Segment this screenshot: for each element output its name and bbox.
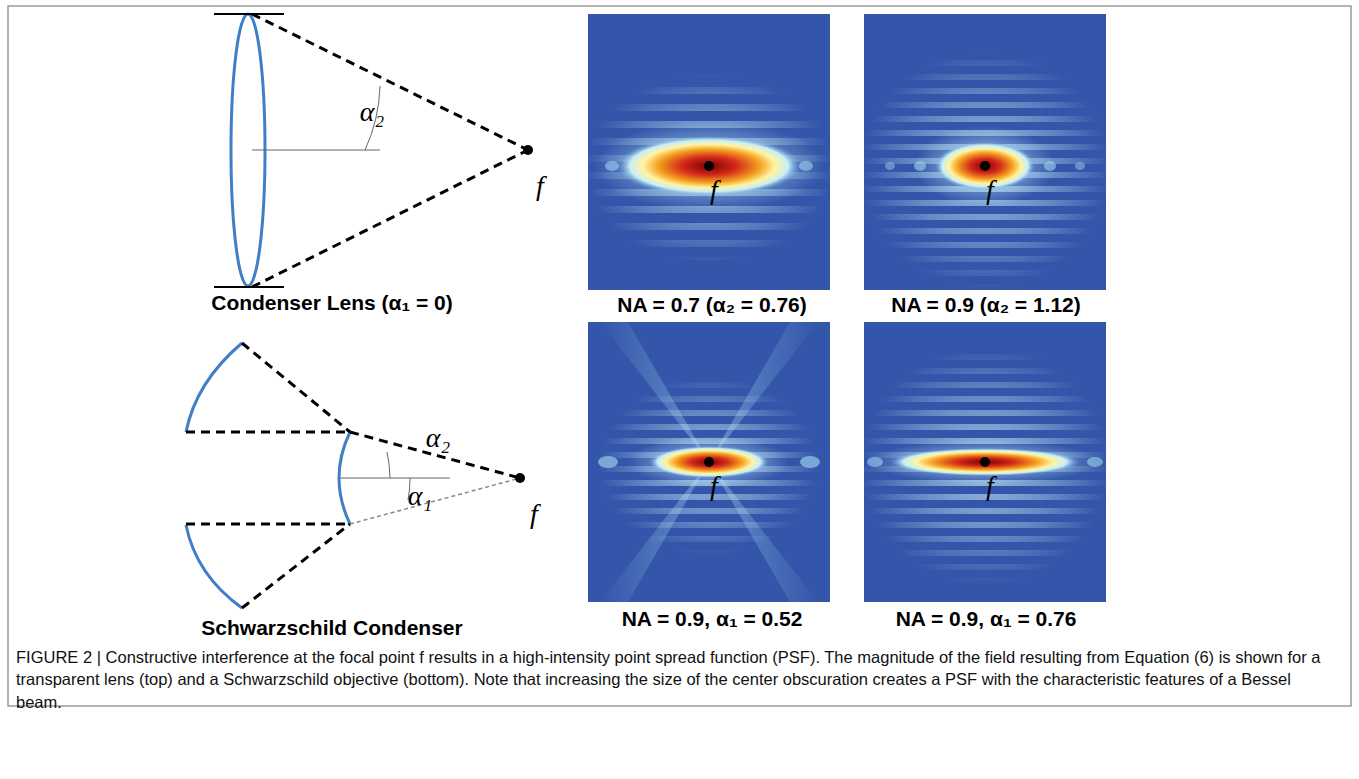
illustration-part <box>387 452 390 478</box>
focus-label: f <box>530 498 538 530</box>
illustration-part <box>800 456 820 468</box>
illustration-part <box>186 431 350 434</box>
illustration-part <box>186 343 242 432</box>
illustration-part <box>588 326 830 606</box>
psf-heatmap <box>864 14 1106 294</box>
illustration-part <box>252 14 528 150</box>
psf-heatmap <box>588 322 830 606</box>
illustration-part <box>867 457 883 467</box>
focus-label: f <box>710 174 718 206</box>
angle-label: α₂ <box>360 96 384 128</box>
illustration-part <box>617 136 801 196</box>
panel-label: NA = 0.9, α₁ = 0.52 <box>622 607 803 631</box>
illustration-part <box>864 326 1106 606</box>
illustration-part <box>214 13 284 15</box>
illustration-part <box>704 457 714 467</box>
panel-label: NA = 0.9 (α₂ = 1.12) <box>891 293 1081 317</box>
condenser-lens-diagram <box>214 14 533 287</box>
illustration-part <box>935 142 1035 190</box>
illustration-part <box>864 18 1106 294</box>
illustration-part <box>629 436 789 488</box>
illustration-part <box>242 343 350 432</box>
illustration-part <box>186 525 242 608</box>
diagram-title: Schwarzschild Condenser <box>201 616 462 640</box>
illustration-part <box>214 286 284 288</box>
illustration-part <box>598 456 618 468</box>
illustration-part <box>870 440 1100 484</box>
illustration-part <box>1044 161 1056 171</box>
illustration-part <box>340 478 450 479</box>
illustration-part <box>885 162 895 170</box>
panel-label: NA = 0.9, α₁ = 0.76 <box>896 607 1077 631</box>
panel-label: NA = 0.7 (α₂ = 0.76) <box>617 293 807 317</box>
illustration-part <box>515 473 525 483</box>
illustration-part <box>186 523 350 526</box>
focus-label: f <box>986 174 994 206</box>
illustration-part <box>523 145 533 155</box>
illustration-part <box>350 478 520 524</box>
illustration-part <box>594 121 824 211</box>
psf-heatmap <box>864 322 1106 606</box>
illustration-part <box>588 16 830 292</box>
schwarzschild-diagram <box>186 343 525 608</box>
focus-label: f <box>536 170 544 202</box>
figure-frame <box>8 6 1351 706</box>
illustration-part <box>1075 162 1085 170</box>
illustration-part <box>605 161 619 171</box>
illustration-part <box>242 524 350 608</box>
illustration-part <box>799 161 813 171</box>
illustration-part <box>980 457 990 467</box>
illustration-part <box>980 161 990 171</box>
illustration-part <box>1087 457 1103 467</box>
illustration-part <box>915 126 1055 206</box>
angle-label: α₁ <box>408 480 432 512</box>
illustration-part <box>649 446 769 478</box>
psf-heatmap <box>588 14 830 292</box>
illustration-part <box>704 161 714 171</box>
figure-caption: FIGURE 2 | Constructive interference at … <box>16 646 1341 713</box>
illustration-part <box>252 150 528 287</box>
angle-label: α₂ <box>426 422 450 454</box>
focus-label: f <box>986 470 994 502</box>
diagram-title: Condenser Lens (α₁ = 0) <box>211 291 453 315</box>
illustration-part <box>252 150 380 151</box>
illustration-part <box>914 161 926 171</box>
focus-label: f <box>710 470 718 502</box>
illustration-part <box>890 448 1080 476</box>
